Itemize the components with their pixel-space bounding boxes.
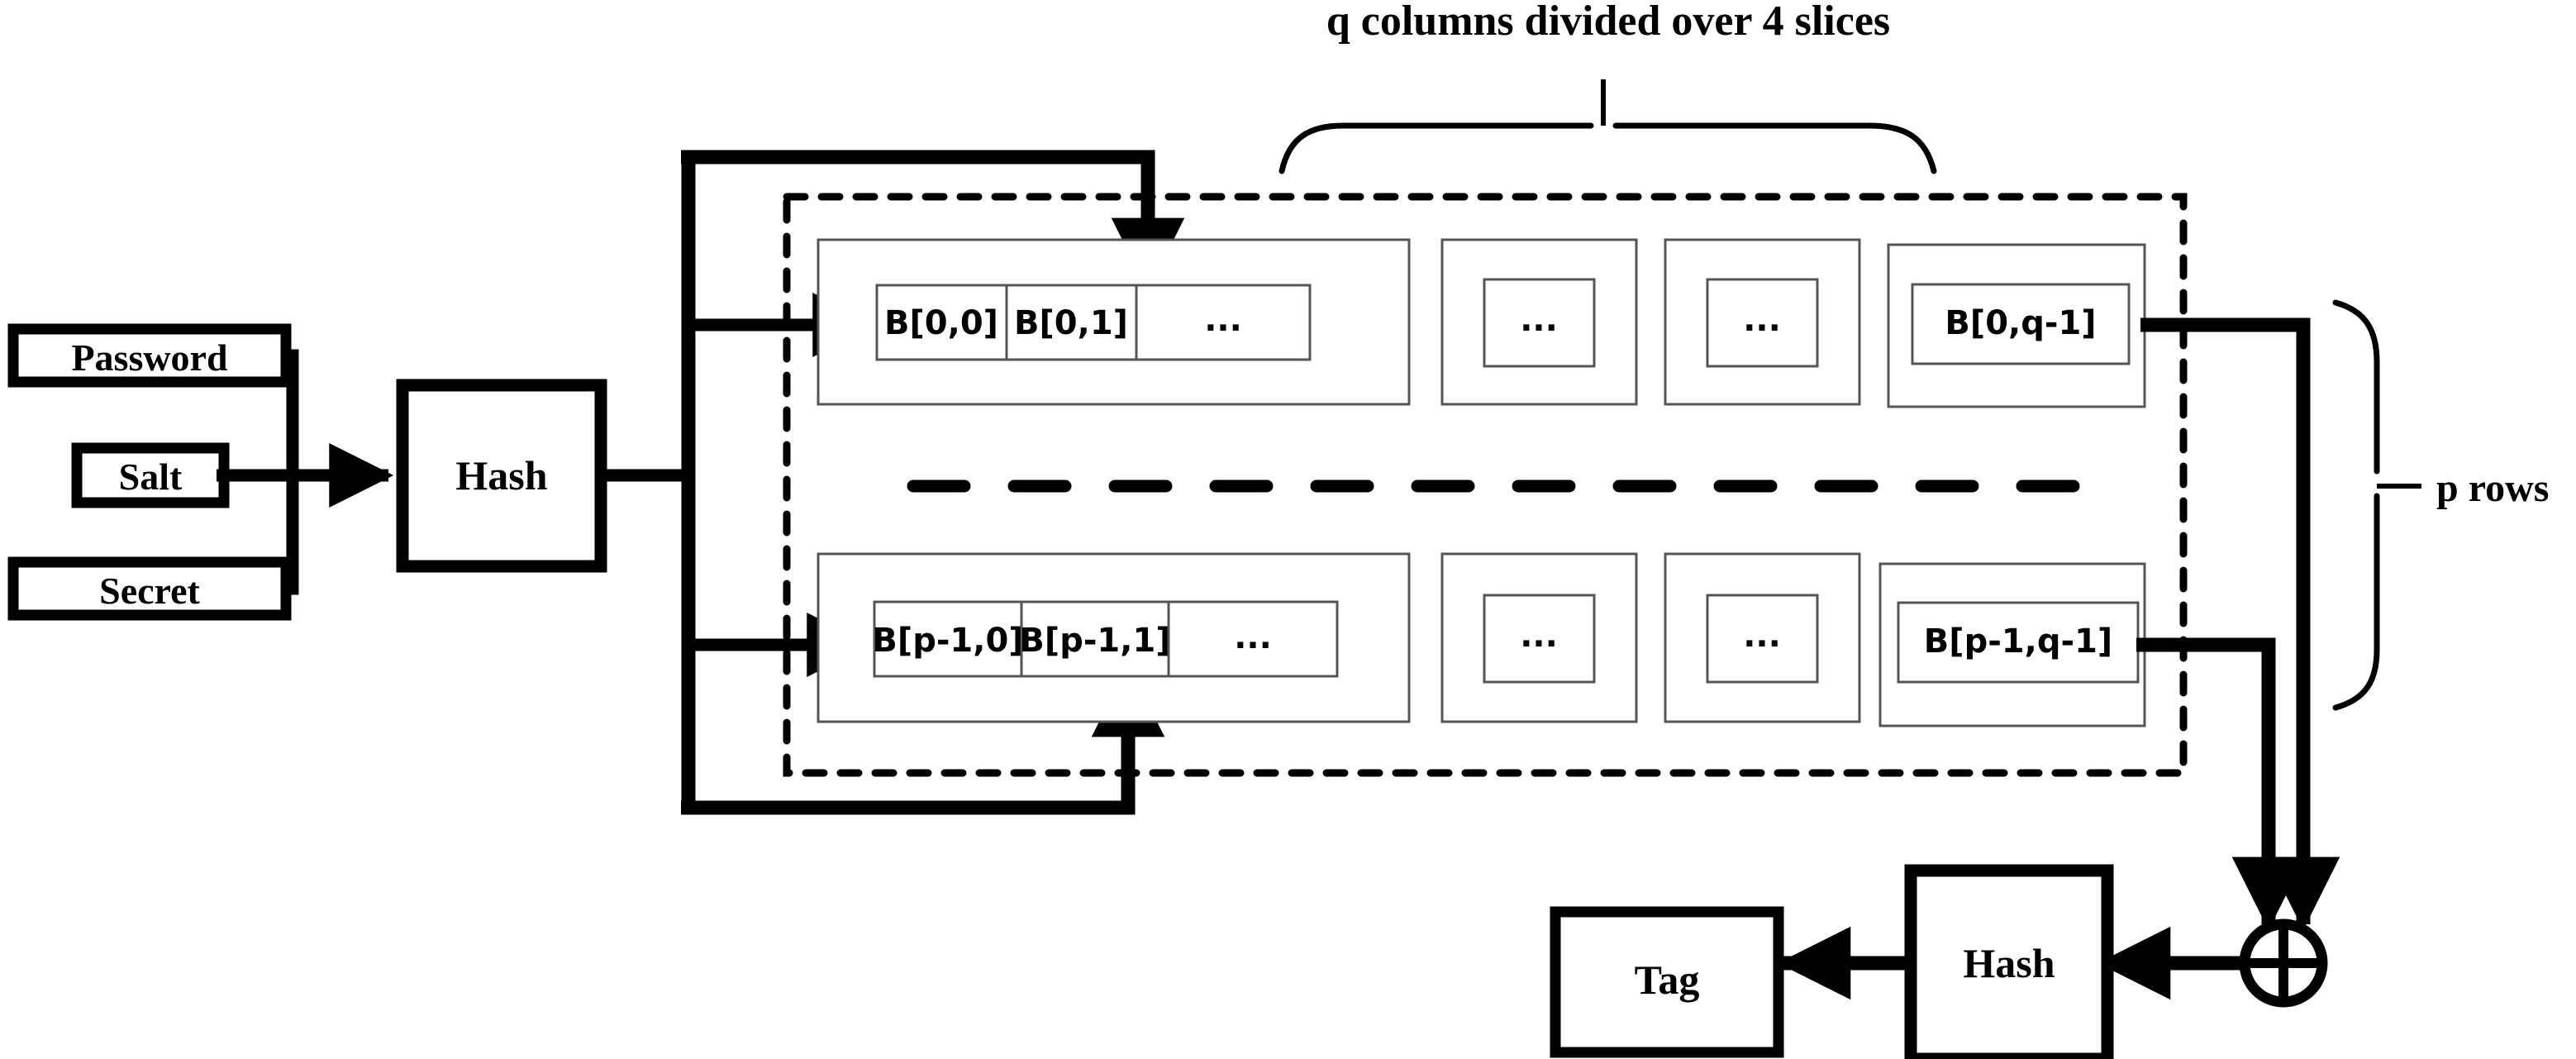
front-hash-label: Hash — [455, 452, 547, 498]
rowp-slice3: ... — [1664, 552, 1861, 723]
cell-b00-label: B[0,0] — [884, 304, 998, 342]
cell-rowp-slice3-label: ... — [1743, 617, 1781, 655]
cell-b0q1-label: B[0,q-1] — [1945, 304, 2096, 342]
rows-brace-group — [2332, 299, 2421, 711]
secret-box-group: Secret — [7, 556, 292, 621]
bp1q1-to-xor-wire — [2136, 637, 2306, 931]
final-hash-group: Hash — [1904, 864, 2114, 1059]
tag-label: Tag — [1635, 956, 1700, 1003]
final-hash-label: Hash — [1963, 940, 2055, 986]
cell-b0q1 — [1911, 283, 2131, 365]
tag-box — [1550, 906, 1784, 1058]
cell-b01 — [1005, 284, 1138, 361]
tag-group: Tag — [1550, 906, 1784, 1058]
cell-row0-slice2-label: ... — [1520, 301, 1558, 339]
columns-brace — [1278, 122, 1937, 174]
cell-row0-slice3 — [1706, 278, 1819, 368]
secret-label: Secret — [99, 570, 200, 612]
row0-slice4: B[0,q-1] — [1887, 243, 2146, 408]
cell-bp1q1-label: B[p-1,q-1] — [1924, 623, 2112, 661]
row0-slice3: ... — [1664, 238, 1861, 406]
rowp-slice4: B[p-1,q-1] — [1878, 562, 2146, 727]
row0-slice1: B[0,0] B[0,1] ... — [817, 238, 1411, 406]
cell-b01-label: B[0,1] — [1014, 304, 1128, 342]
cell-rowp-slice1-ellipsis-label: ... — [1234, 618, 1272, 656]
salt-box-group: Salt — [71, 442, 230, 508]
columns-title: q columns divided over 4 slices — [1326, 0, 1890, 45]
cell-bp1q1 — [1897, 601, 2140, 684]
cell-row0-slice2 — [1483, 278, 1596, 368]
cell-rowp-slice2-label: ... — [1520, 617, 1558, 655]
cell-row0-slice1-ellipsis-label: ... — [1204, 301, 1242, 339]
cell-rowp-slice1-ellipsis — [1167, 600, 1339, 678]
columns-brace-group — [1278, 79, 1937, 174]
output-wires — [2136, 317, 2340, 931]
cell-row0-slice1-ellipsis — [1135, 284, 1312, 361]
front-hash-group: Hash — [396, 379, 607, 573]
b0q1-to-xor-wire — [2140, 317, 2340, 931]
cell-rowp-slice3 — [1706, 594, 1819, 684]
memory-dashed-boundary — [783, 193, 2188, 777]
rows-label: p rows — [2436, 466, 2549, 510]
rows-brace — [2332, 299, 2380, 711]
xor-node — [2239, 918, 2328, 1008]
password-label: Password — [71, 336, 228, 379]
cell-bp11-label: B[p-1,1] — [1019, 622, 1170, 660]
password-box-group: Password — [7, 323, 292, 388]
cell-bp10-label: B[p-1,0] — [872, 622, 1023, 660]
cell-rowp-slice2 — [1483, 594, 1596, 684]
salt-label: Salt — [119, 456, 183, 498]
rowp-slice1: B[p-1,0] B[p-1,1] ... — [817, 552, 1411, 723]
cell-row0-slice3-label: ... — [1743, 301, 1781, 339]
cell-b00 — [875, 284, 1008, 361]
row0-slice2: ... — [1440, 238, 1638, 406]
rowp-slice2: ... — [1440, 552, 1638, 723]
